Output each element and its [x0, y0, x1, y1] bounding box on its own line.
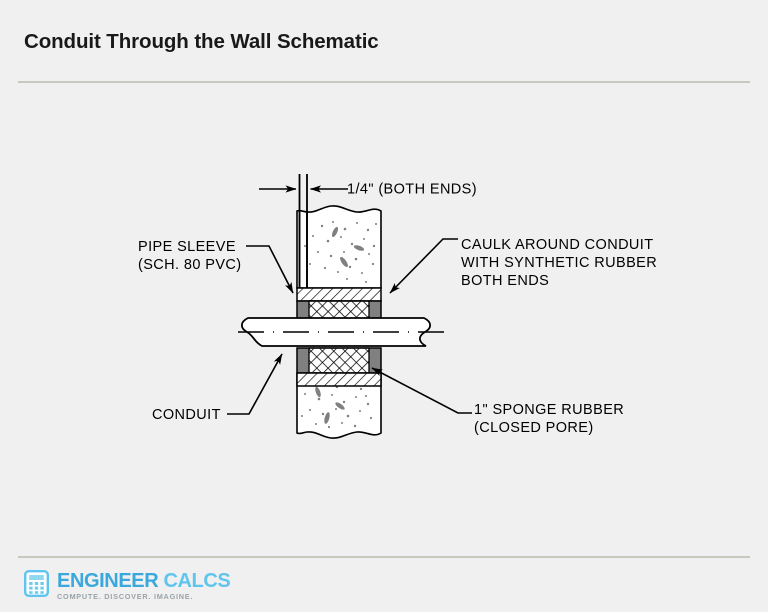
footer-divider	[18, 556, 750, 558]
caulk-band-lower	[296, 372, 382, 387]
logo-text: ENGINEER CALCS COMPUTE. DISCOVER. IMAGIN…	[57, 570, 231, 602]
concrete-wall-upper	[296, 205, 382, 289]
label-sponge-rubber-line1: 1" SPONGE RUBBER	[474, 402, 624, 418]
label-sponge-rubber-line2: (CLOSED PORE)	[474, 420, 594, 436]
leader-sponge-rubber	[371, 367, 472, 414]
label-conduit: CONDUIT	[152, 407, 221, 423]
conduit-pipe	[238, 317, 445, 347]
leader-caulk	[389, 238, 458, 294]
schematic-svg: 1/4" (BOTH ENDS)	[138, 174, 657, 439]
label-sponge-rubber: 1" SPONGE RUBBER (CLOSED PORE)	[474, 402, 624, 436]
label-caulk-line1: CAULK AROUND CONDUIT	[461, 237, 654, 253]
calculator-icon	[24, 570, 50, 602]
logo-word-engineer: ENGINEER	[57, 570, 159, 593]
label-pipe-sleeve-line2: (SCH. 80 PVC)	[138, 257, 242, 273]
header-divider	[18, 81, 750, 83]
label-caulk-line2: WITH SYNTHETIC RUBBER	[461, 255, 657, 271]
logo-word-calcs: CALCS	[163, 570, 231, 593]
label-caulk-line3: BOTH ENDS	[461, 273, 549, 289]
label-caulk: CAULK AROUND CONDUIT WITH SYNTHETIC RUBB…	[461, 237, 657, 289]
concrete-outline-upper	[296, 205, 382, 289]
schematic-drawing: 1/4" (BOTH ENDS)	[0, 96, 768, 496]
page-title: Conduit Through the Wall Schematic	[24, 30, 379, 53]
label-pipe-sleeve: PIPE SLEEVE (SCH. 80 PVC)	[138, 239, 242, 273]
logo-tagline: COMPUTE. DISCOVER. IMAGINE.	[57, 592, 194, 602]
dimension-label-quarter-inch: 1/4" (BOTH ENDS)	[347, 182, 477, 198]
label-pipe-sleeve-line1: PIPE SLEEVE	[138, 239, 236, 255]
concrete-aggregate-upper	[304, 221, 377, 283]
logo-wordmark: ENGINEER CALCS	[57, 570, 231, 593]
leader-conduit	[227, 353, 283, 415]
sponge-rubber-band-lower	[296, 347, 382, 374]
page-footer: ENGINEER CALCS COMPUTE. DISCOVER. IMAGIN…	[0, 556, 768, 612]
site-logo[interactable]: ENGINEER CALCS COMPUTE. DISCOVER. IMAGIN…	[24, 570, 231, 602]
page-header: Conduit Through the Wall Schematic	[0, 0, 768, 83]
leader-pipe-sleeve	[246, 245, 294, 294]
concrete-wall-lower	[296, 373, 382, 439]
caulk-band-upper	[296, 287, 382, 302]
